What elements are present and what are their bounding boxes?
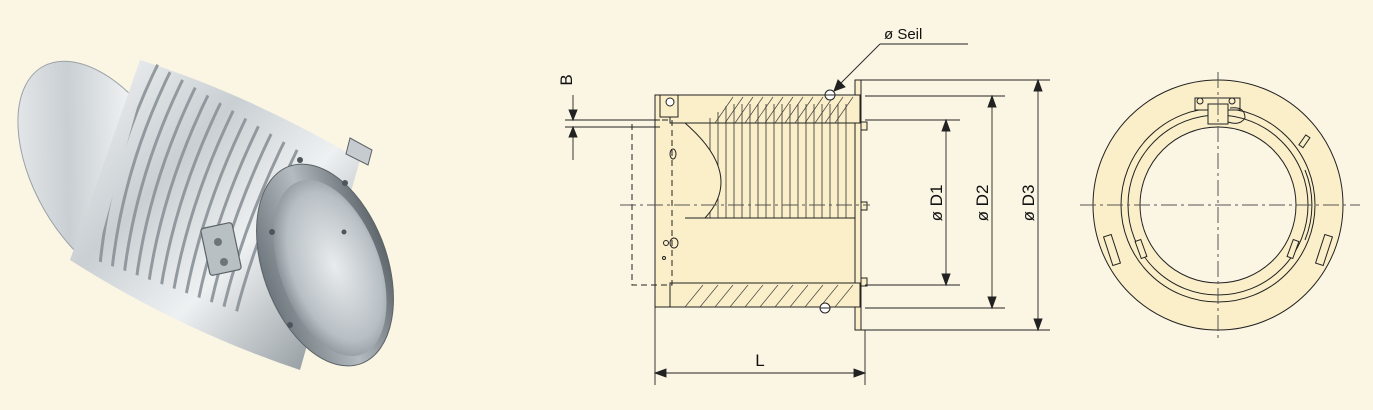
label-d2: ø D2	[973, 185, 992, 222]
top-clamp	[345, 137, 373, 166]
end-tab-left	[1102, 233, 1122, 267]
product-render	[0, 0, 420, 410]
end-tab-top-right	[1298, 134, 1311, 149]
bolt-marker	[860, 121, 868, 131]
dim-b-arrow-top	[568, 109, 578, 122]
label-l: L	[755, 351, 764, 370]
dim-d3-arrow-bottom	[1033, 318, 1043, 332]
label-rope-diameter: ø Seil	[884, 26, 922, 43]
clamp-bolt	[214, 238, 222, 246]
hole-tiny	[662, 256, 666, 260]
groove-lines	[709, 104, 847, 218]
dim-b-arrow-bottom	[568, 125, 578, 138]
winch-drum-render	[17, 60, 394, 370]
top-clamp-bolt	[665, 97, 675, 107]
end-tab-right-inner	[1286, 238, 1300, 260]
bolt-marker	[860, 201, 868, 211]
section-view: B ø D1 ø D2 ø D3 L ø Seil	[540, 0, 1080, 410]
dim-l-arrow-right	[853, 368, 867, 378]
hole-left	[669, 148, 677, 160]
end-clamp-bolt	[1196, 97, 1204, 105]
hole-tiny	[663, 240, 669, 246]
drum-bore	[273, 179, 387, 357]
seil-leader-arrow	[833, 79, 846, 92]
clamp-bolt	[220, 258, 228, 266]
end-tab-left-inner	[1134, 238, 1148, 260]
dim-l-arrow-left	[653, 368, 667, 378]
dim-d1-arrow-top	[941, 118, 951, 132]
dim-d2-arrow-bottom	[987, 296, 997, 310]
cutaway-edge	[684, 122, 722, 219]
dim-d3-arrow-top	[1033, 78, 1043, 92]
screw-hole	[287, 322, 293, 328]
end-clamp-bolt	[1228, 97, 1236, 105]
label-d3: ø D3	[1019, 185, 1038, 222]
bolt-marker	[860, 277, 868, 287]
screw-hole	[341, 229, 347, 235]
dim-d1-arrow-bottom	[941, 273, 951, 287]
wall-bottom	[669, 282, 861, 308]
hole-lower	[669, 237, 679, 249]
screw-hole	[297, 157, 303, 163]
label-d1: ø D1	[927, 185, 946, 222]
end-view-drawing	[1080, 72, 1360, 340]
end-tab-right	[1314, 233, 1334, 267]
end-view	[1080, 0, 1373, 410]
rope-clamp	[200, 222, 242, 276]
dim-d2-arrow-top	[987, 94, 997, 108]
screw-hole	[269, 229, 275, 235]
drum-section-fill	[654, 94, 861, 308]
section-drawing: B ø D1 ø D2 ø D3 L ø Seil	[557, 26, 1050, 385]
screw-hole	[342, 180, 348, 186]
seil-leader-diagonal	[835, 43, 881, 89]
end-clamp-hook	[1227, 107, 1246, 124]
label-b: B	[557, 74, 576, 85]
